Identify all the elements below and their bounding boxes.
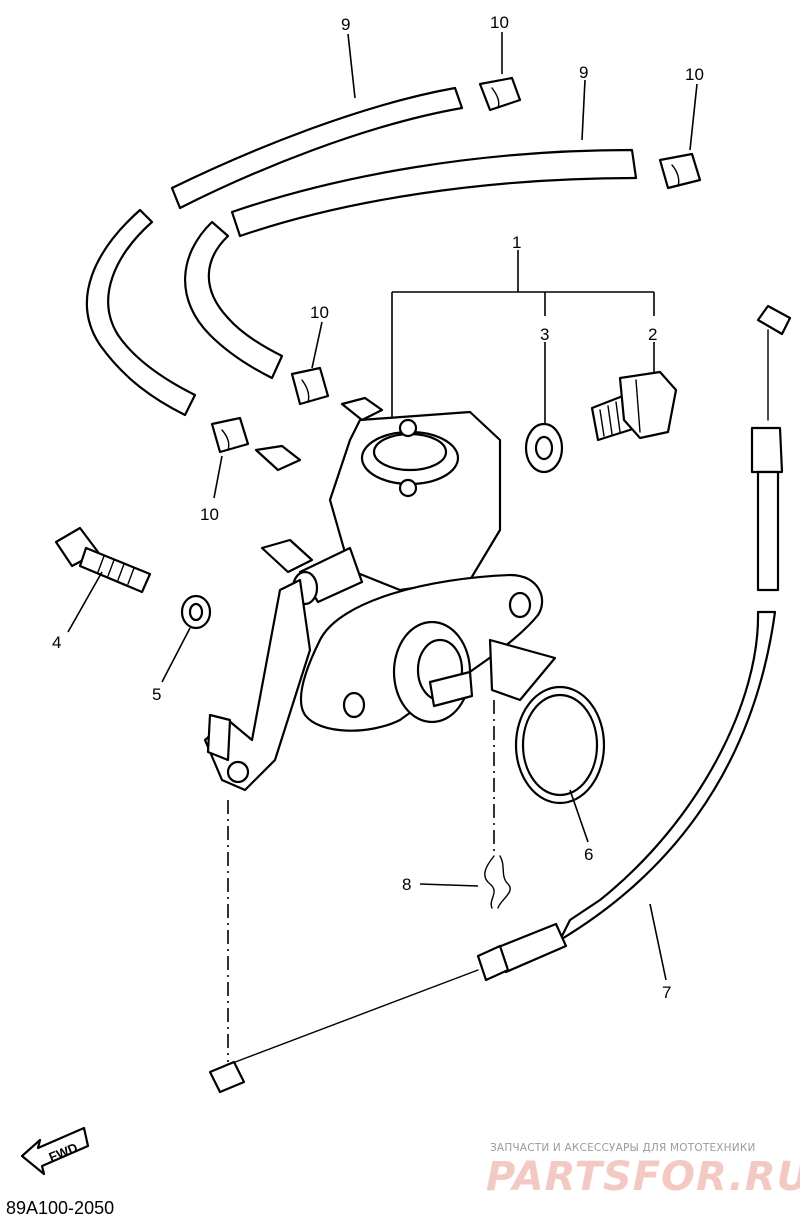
bleed-bolt bbox=[590, 370, 678, 442]
callout-4: 4 bbox=[52, 633, 61, 652]
callout-9-right: 9 bbox=[579, 63, 588, 82]
oil-hose-upper-left bbox=[85, 86, 464, 417]
o-ring bbox=[514, 685, 606, 805]
callout-1: 1 bbox=[512, 233, 521, 252]
watermark-tagline: ЗАПЧАСТИ И АКСЕССУАРЫ ДЛЯ МОТОТЕХНИКИ bbox=[490, 1142, 756, 1154]
callout-7: 7 bbox=[662, 983, 671, 1002]
leader-lines bbox=[67, 32, 698, 981]
callout-2: 2 bbox=[648, 325, 657, 344]
watermark-brand: PARTSFOR.RU bbox=[486, 1154, 800, 1200]
oil-hose-upper-right bbox=[184, 148, 638, 380]
callout-10-lower: 10 bbox=[200, 505, 219, 524]
pump-cable bbox=[208, 304, 792, 1094]
callout-3: 3 bbox=[540, 325, 549, 344]
callout-6: 6 bbox=[584, 845, 593, 864]
callout-10-right: 10 bbox=[685, 65, 704, 84]
lock-washer bbox=[180, 594, 212, 630]
callout-9-left: 9 bbox=[341, 15, 350, 34]
mounting-bolt bbox=[54, 526, 152, 594]
hose-clip-lower bbox=[210, 416, 250, 454]
oil-pump-assembly bbox=[203, 396, 557, 792]
callout-10-top: 10 bbox=[490, 13, 509, 32]
callout-5: 5 bbox=[152, 685, 161, 704]
fwd-arrow-icon: FWD bbox=[20, 1126, 90, 1176]
hose-clip-top bbox=[478, 76, 522, 112]
callout-8: 8 bbox=[402, 875, 411, 894]
diagram-part-code: 89A100-2050 bbox=[6, 1198, 114, 1218]
washer bbox=[524, 422, 564, 474]
pin-clip bbox=[484, 855, 511, 909]
callout-10-mid: 10 bbox=[310, 303, 329, 322]
hose-clip-right bbox=[658, 152, 702, 190]
hose-clip-mid bbox=[290, 366, 330, 406]
